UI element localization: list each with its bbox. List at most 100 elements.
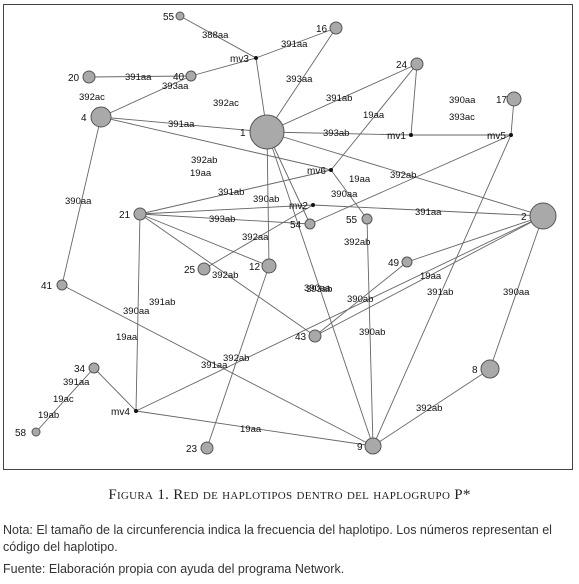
mutation-label: 392ab (212, 270, 238, 281)
network-edge (61, 284, 374, 447)
mutation-label: 391ab (149, 297, 175, 308)
haplotype-node (82, 70, 96, 84)
haplotype-node (261, 258, 277, 274)
node-label: 2 (521, 212, 527, 223)
node-label: 54 (290, 220, 302, 231)
haplotype-node (529, 202, 557, 230)
mutation-label: 392ab (223, 353, 249, 364)
network-edge (266, 131, 412, 136)
node-label: 8 (472, 365, 478, 376)
haplotype-node (90, 106, 112, 128)
network-edge (314, 215, 544, 337)
network-edge (139, 204, 314, 215)
network-edge (203, 204, 314, 270)
network-edge (139, 213, 270, 267)
network-edge (100, 116, 332, 171)
figure-caption: Figura 1. Red de haplotipos dentro del h… (108, 487, 471, 503)
node-label: 17 (496, 95, 508, 106)
haplotype-node (329, 21, 343, 35)
network-edge (266, 131, 374, 447)
network-edge (312, 204, 544, 217)
haplotype-node (364, 437, 382, 455)
node-label: 20 (68, 73, 80, 84)
network-edge (139, 213, 316, 337)
node-label: 55 (346, 215, 358, 226)
node-label: 9 (357, 442, 363, 453)
network-edge (61, 116, 102, 286)
network-edge (88, 75, 192, 78)
node-label: 25 (184, 265, 196, 276)
haplotype-node (361, 213, 373, 225)
network-edge (139, 213, 311, 225)
node-label: mv6 (307, 166, 326, 177)
network-edge (179, 15, 257, 59)
mutation-label: 390aa (331, 189, 358, 200)
network-edge (93, 367, 137, 412)
node-label: 16 (316, 24, 328, 35)
mutation-label: 19ac (53, 394, 74, 405)
node-label: mv5 (487, 131, 506, 142)
mutation-label: 393ab (323, 128, 349, 139)
haplotype-node (133, 207, 147, 221)
mutation-label: 393ab (306, 284, 332, 295)
figure-source: Fuente: Elaboración propia con ayuda del… (3, 562, 345, 576)
network-edge (135, 215, 544, 412)
mutation-label: 392ab (191, 155, 217, 166)
network-edge (100, 116, 268, 133)
mutation-label: 390aa (503, 287, 530, 298)
mutation-label: 393aa (286, 74, 313, 85)
node-label: 1 (240, 128, 246, 139)
haplotype-node (175, 11, 185, 21)
haplotype-node (304, 218, 316, 230)
mutation-label: 19ab (38, 410, 59, 421)
haplotype-node (56, 279, 68, 291)
mutation-label: 19aa (190, 168, 212, 179)
network-edge (135, 213, 141, 412)
network-edge (255, 27, 337, 59)
haplotype-node (401, 256, 413, 268)
network-edge (35, 367, 95, 433)
median-vector-node (409, 133, 413, 137)
network-edge (206, 265, 270, 449)
mutation-label: 392ac (213, 98, 239, 109)
mutation-label: 393aa (162, 81, 189, 92)
median-vector-node (311, 203, 315, 207)
node-label: mv2 (289, 201, 308, 212)
node-label: 55 (163, 12, 175, 23)
network-edge (330, 169, 368, 220)
mutation-label: 392aa (242, 232, 269, 243)
haplotype-node (506, 91, 522, 107)
figure-note: Nota: El tamaño de la circunferencia ind… (3, 523, 552, 554)
node-label: mv1 (387, 131, 406, 142)
network-edge (406, 215, 544, 263)
mutation-label: 392ac (79, 92, 105, 103)
node-label: 49 (388, 258, 400, 269)
mutation-label: 392ab (344, 237, 370, 248)
node-label: 58 (15, 428, 27, 439)
haplotype-node (88, 362, 100, 374)
mutation-label: 392ab (390, 170, 416, 181)
network-edge (366, 218, 374, 447)
node-label: 12 (249, 262, 261, 273)
network-edge (266, 63, 418, 133)
mutation-label: 390ab (253, 194, 279, 205)
mutation-label: 390aa (304, 283, 331, 294)
network-edge (135, 410, 374, 447)
network-edge (372, 368, 491, 447)
node-label: 40 (173, 72, 185, 83)
mutation-label: 391aa (63, 377, 90, 388)
network-edge (330, 63, 418, 171)
mutation-label: 391aa (415, 207, 442, 218)
node-label: mv3 (230, 54, 249, 65)
network-edge (266, 131, 544, 217)
node-label: 34 (74, 364, 86, 375)
haplotype-node (480, 359, 500, 379)
mutation-label: 19aa (116, 332, 138, 343)
mutation-label: 390ab (359, 327, 385, 338)
node-label: 23 (186, 444, 198, 455)
haplotype-node (31, 427, 41, 437)
mutation-label: 19aa (420, 271, 442, 282)
haplotype-node (185, 70, 197, 82)
haplotype-node (197, 262, 211, 276)
